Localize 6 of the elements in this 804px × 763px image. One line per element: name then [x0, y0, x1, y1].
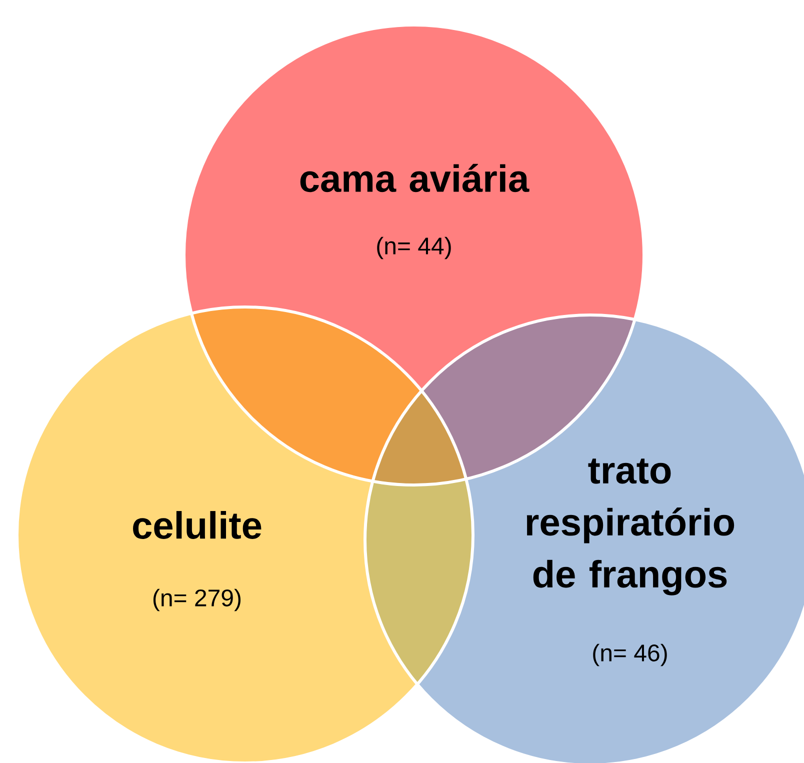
count-label: (n= 44): [377, 236, 451, 260]
count-label: (n= 46): [593, 644, 667, 666]
circle-heading: celulite: [133, 511, 262, 539]
circle-heading: trato respiratório de frangos: [526, 458, 734, 596]
count-label: (n= 279): [153, 588, 241, 612]
circle-heading: cama aviária: [300, 164, 530, 192]
